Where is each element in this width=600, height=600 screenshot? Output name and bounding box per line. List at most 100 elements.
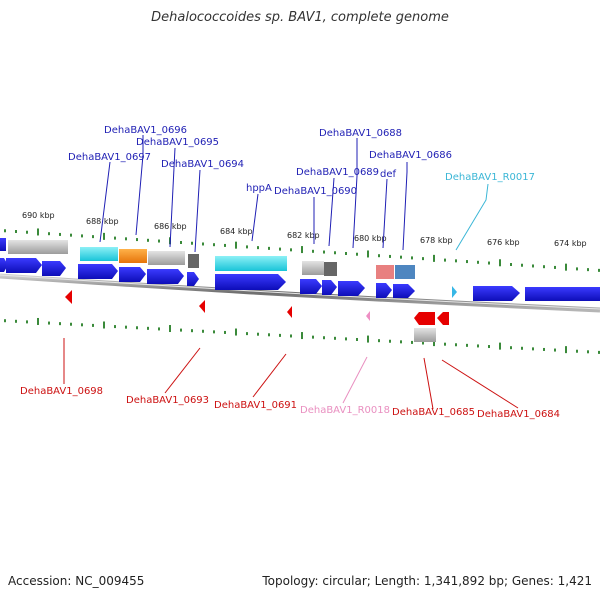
scale-minor-tick xyxy=(158,239,160,243)
gene-label[interactable]: DehaBAV1_0684 xyxy=(477,409,560,420)
gene-label[interactable]: DehaBAV1_0689 xyxy=(296,167,379,178)
forward-genes xyxy=(0,258,600,301)
scale-minor-tick xyxy=(466,343,468,347)
scale-major-tick xyxy=(103,321,105,329)
gene-arrow[interactable] xyxy=(376,283,392,298)
gene-arrow[interactable] xyxy=(6,258,42,273)
gene-arrow[interactable] xyxy=(300,279,322,294)
leader-line xyxy=(352,138,358,249)
gene-arrow[interactable] xyxy=(338,281,365,296)
gene-arrow[interactable] xyxy=(215,274,286,290)
gene-label[interactable]: DehaBAV1_0696 xyxy=(104,125,187,136)
scale-minor-tick xyxy=(488,261,490,265)
gene-label[interactable]: DehaBAV1_0697 xyxy=(68,152,151,163)
gene-label[interactable]: DehaBAV1_0698 xyxy=(20,386,103,397)
gene-arrow[interactable] xyxy=(147,269,184,284)
leader-line xyxy=(328,177,335,247)
feature-bar[interactable] xyxy=(215,256,287,271)
scale-minor-tick xyxy=(290,334,292,338)
feature-bar[interactable] xyxy=(324,262,337,276)
scale-minor-tick xyxy=(26,230,28,234)
scale-minor-tick xyxy=(521,263,523,267)
gene-label[interactable]: DehaBAV1_0693 xyxy=(126,395,209,406)
scale-major-tick xyxy=(301,246,303,254)
scale-minor-tick xyxy=(378,339,380,343)
feature-bar[interactable] xyxy=(119,249,147,263)
scale-minor-tick xyxy=(334,336,336,340)
genome-backbone xyxy=(0,273,600,313)
rna-arrow[interactable] xyxy=(452,286,457,298)
scale-major-tick xyxy=(499,259,501,267)
scale-minor-tick xyxy=(81,234,83,238)
gene-arrow[interactable] xyxy=(525,287,600,301)
scale-minor-tick xyxy=(125,325,127,329)
leader-line xyxy=(423,357,434,410)
scale-label-686: 686 kbp xyxy=(154,222,187,231)
gene-arrow[interactable] xyxy=(199,300,205,313)
feature-bar[interactable] xyxy=(148,251,185,265)
scale-minor-tick xyxy=(279,247,281,251)
feature-bar[interactable] xyxy=(0,238,6,251)
gene-label[interactable]: DehaBAV1_0695 xyxy=(136,137,219,148)
leader-line xyxy=(251,193,259,242)
scale-minor-tick xyxy=(59,322,61,326)
scale-minor-tick xyxy=(224,243,226,247)
leader-line xyxy=(402,162,408,251)
scale-minor-tick xyxy=(554,348,556,352)
gene-arrow[interactable] xyxy=(287,306,292,318)
scale-minor-tick xyxy=(147,238,149,242)
gene-arrow[interactable] xyxy=(42,261,66,276)
gene-label[interactable]: DehaBAV1_0685 xyxy=(392,407,475,418)
gene-arrow[interactable] xyxy=(65,290,72,304)
scale-minor-tick xyxy=(400,255,402,259)
scale-minor-tick xyxy=(180,241,182,244)
gene-arrow[interactable] xyxy=(414,312,435,325)
scale-minor-tick xyxy=(70,322,72,326)
gene-label[interactable]: DehaBAV1_0694 xyxy=(161,159,244,170)
scale-major-tick xyxy=(169,325,171,333)
gene-label[interactable]: DehaBAV1_0691 xyxy=(214,400,297,411)
feature-bar[interactable] xyxy=(8,240,68,254)
scale-minor-tick xyxy=(389,254,391,258)
gene-arrow[interactable] xyxy=(393,284,415,298)
scale-major-tick xyxy=(37,228,39,236)
scale-major-tick xyxy=(565,263,567,271)
feature-bar[interactable] xyxy=(414,328,436,342)
scale-major-tick xyxy=(565,346,567,354)
gene-arrow[interactable] xyxy=(78,264,118,279)
gene-label[interactable]: DehaBAV1_0688 xyxy=(319,128,402,139)
gene-arrow[interactable] xyxy=(322,280,337,295)
scale-minor-tick xyxy=(4,319,6,323)
feature-bar[interactable] xyxy=(376,265,394,279)
feature-bar[interactable] xyxy=(302,261,324,275)
scale-minor-tick xyxy=(136,238,138,242)
leader-line xyxy=(252,353,287,398)
scale-minor-tick xyxy=(543,347,545,351)
scale-minor-tick xyxy=(510,346,512,350)
scale-minor-tick xyxy=(70,233,72,237)
gene-arrow[interactable] xyxy=(437,312,449,325)
gene-arrow[interactable] xyxy=(187,272,199,286)
gene-arrow[interactable] xyxy=(473,286,520,301)
scale-minor-tick xyxy=(576,349,578,353)
gene-label[interactable]: hppA xyxy=(246,183,272,194)
scale-minor-tick xyxy=(15,319,17,323)
gene-label[interactable]: DehaBAV1_R0018 xyxy=(300,405,390,416)
scale-minor-tick xyxy=(59,232,61,236)
gene-arrow[interactable] xyxy=(119,267,146,282)
feature-bar[interactable] xyxy=(80,247,118,261)
gene-label[interactable]: DehaBAV1_0686 xyxy=(369,150,452,161)
scale-minor-tick xyxy=(356,337,358,341)
scale-minor-tick xyxy=(345,252,347,255)
scale-label-684: 684 kbp xyxy=(220,227,253,236)
scale-minor-tick xyxy=(268,333,270,337)
gene-label[interactable]: def xyxy=(380,169,397,180)
scale-minor-tick xyxy=(312,249,314,253)
feature-bar[interactable] xyxy=(188,254,199,268)
feature-bar[interactable] xyxy=(395,265,415,279)
leader-line xyxy=(342,356,368,404)
gene-label[interactable]: DehaBAV1_0690 xyxy=(274,186,357,197)
rna-arrow[interactable] xyxy=(366,311,370,321)
gene-label[interactable]: DehaBAV1_R0017 xyxy=(445,172,535,183)
